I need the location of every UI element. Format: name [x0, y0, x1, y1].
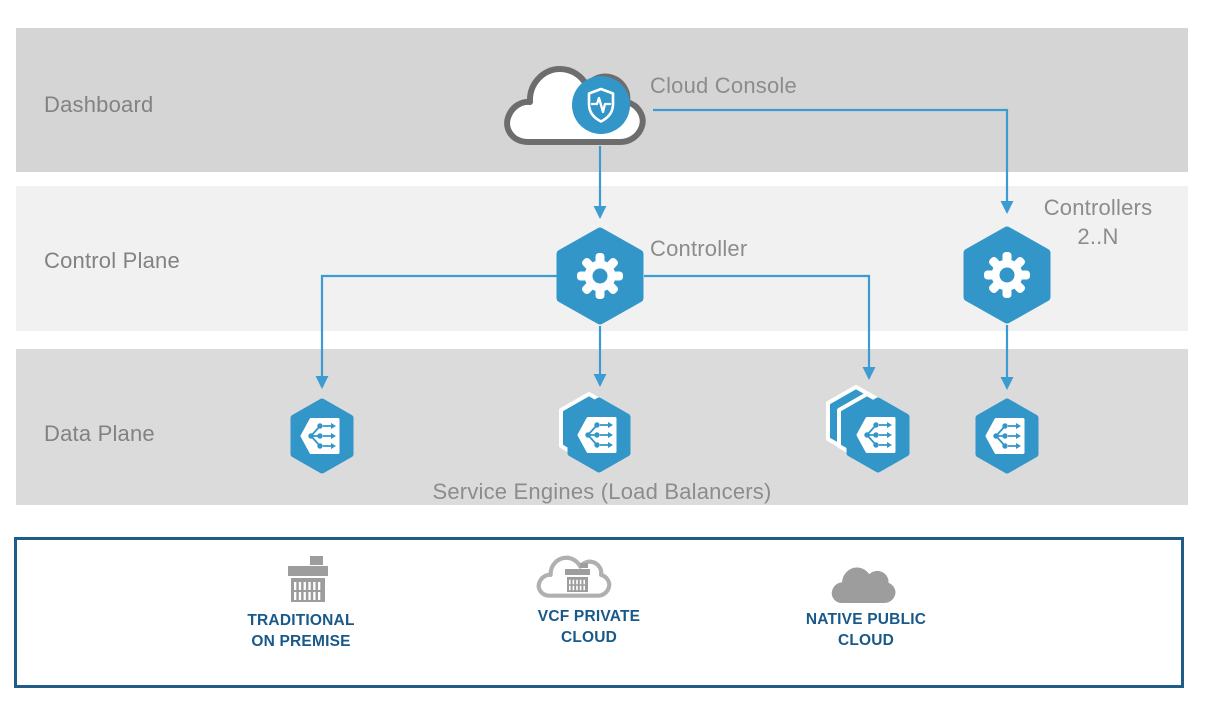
gear-icon [984, 252, 1030, 298]
service-engine-2-load-balancer-hexagon-icon [559, 392, 631, 473]
service-engine-4-load-balancer-hexagon-icon [975, 398, 1039, 474]
native-public-cloud-label-line2: CLOUD [837, 632, 895, 649]
control-plane-band-label: Control Plane [44, 248, 180, 273]
service-engine-3-load-balancer-hexagon-icon [826, 385, 910, 473]
cloud-building-icon [536, 555, 612, 598]
building-icon [288, 556, 328, 602]
cloud-shield-pulse-icon [504, 66, 646, 145]
vcf-private-cloud-label-line1: VCF PRIVATE [537, 608, 641, 625]
traditional-on-premise-label-line1: TRADITIONAL [247, 612, 355, 629]
cloud-types-legend-box [14, 537, 1184, 688]
controllers-2n-label-line1: Controllers [1043, 195, 1153, 220]
native-public-cloud-label-line1: NATIVE PUBLIC [805, 611, 927, 628]
controller-gear-hexagon-icon [556, 227, 644, 325]
controllers-2n-label: Controllers 2..N [1038, 193, 1158, 251]
vcf-private-cloud-label: VCF PRIVATE CLOUD [489, 606, 689, 648]
controllers-2n-gear-hexagon-icon [963, 226, 1051, 324]
cloud-icon [831, 567, 896, 604]
controllers-2n-label-line2: 2..N [1077, 224, 1119, 249]
service-engines-label: Service Engines (Load Balancers) [432, 479, 772, 504]
traditional-on-premise-label: TRADITIONAL ON PREMISE [201, 610, 401, 652]
data-plane-band-label: Data Plane [44, 421, 155, 446]
vcf-private-cloud-label-line2: CLOUD [560, 629, 618, 646]
gear-icon [577, 253, 623, 299]
native-public-cloud-label: NATIVE PUBLIC CLOUD [766, 609, 966, 651]
controller-label: Controller [650, 236, 748, 261]
cloud-console-label: Cloud Console [650, 73, 797, 98]
service-engine-1-load-balancer-hexagon-icon [290, 398, 354, 474]
traditional-on-premise-label-line2: ON PREMISE [251, 633, 351, 650]
dashboard-band-label: Dashboard [44, 92, 154, 117]
